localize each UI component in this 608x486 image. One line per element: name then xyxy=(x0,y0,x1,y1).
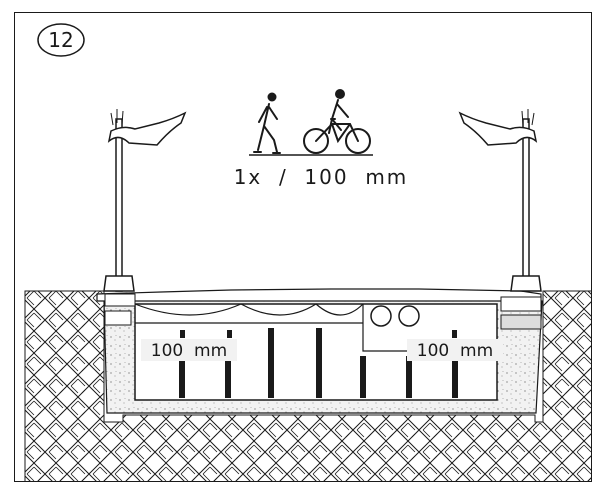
hand-icon xyxy=(107,111,187,146)
soil-hatch xyxy=(24,290,591,481)
pedestrian-icon xyxy=(253,92,281,154)
left-depth-label: 100 mm xyxy=(151,341,227,361)
tamper-icon xyxy=(458,109,542,292)
edge-kerb-left xyxy=(104,293,136,326)
label-bg-left xyxy=(141,339,237,361)
installation-diagram: 12 1x / 100 mm xyxy=(24,23,591,481)
label-bg-right xyxy=(407,339,503,361)
pavement-layer xyxy=(96,288,542,302)
tamper-icon xyxy=(103,109,187,292)
hand-icon xyxy=(458,111,538,146)
bicycle-icon xyxy=(303,89,371,154)
compaction-caption: 1x / 100 mm xyxy=(234,165,409,189)
step-number: 12 xyxy=(48,28,73,52)
right-depth-label: 100 mm xyxy=(417,341,493,361)
edge-kerb-right xyxy=(500,296,542,330)
step-badge: 12 xyxy=(37,23,85,57)
illustration-frame: 12 1x / 100 mm xyxy=(14,12,592,482)
